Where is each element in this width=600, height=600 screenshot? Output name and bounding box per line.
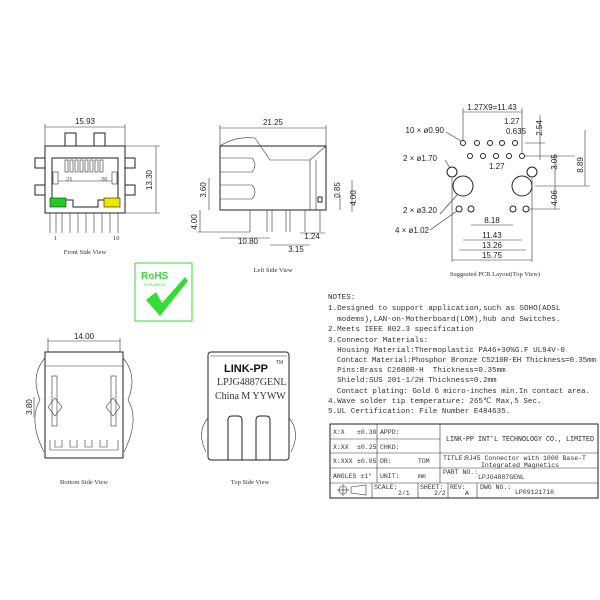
tol-x-val: ±0.30 xyxy=(357,429,377,436)
dwg-no-label: DWG NO.: xyxy=(480,484,511,491)
dim-15-75: 15.75 xyxy=(482,251,503,260)
company-name: LINK-PP INT'L TECHNOLOGY CO., LIMITED xyxy=(446,436,594,444)
label-hole-320: 2 × ø3.20 xyxy=(403,206,438,215)
trademark: TM xyxy=(276,360,283,366)
dim-10-80: 10.80 xyxy=(238,237,259,246)
title-line-1: RJ45 Connector with 1000 Base-T xyxy=(465,455,586,462)
note-line: 4.Wave solder tip temperature: 265℃ Max,… xyxy=(328,397,542,406)
dim-11-43: 11.43 xyxy=(482,231,502,240)
caption-bottom: Bottom Side View xyxy=(60,479,108,486)
part-no-value: LPJG4887GENL xyxy=(478,474,525,481)
tol-xxx-val: ±0.05 xyxy=(357,458,377,465)
dim-2-54: 2.54 xyxy=(535,120,544,136)
dim-8-18: 8.18 xyxy=(484,216,500,225)
bottom-side-view: 14.00 3.80 Bottom Side View xyxy=(25,332,134,486)
title-line-2: Integrated Magnetics xyxy=(481,462,559,469)
led-yellow xyxy=(103,197,121,208)
appd-label: APPD: xyxy=(380,429,400,436)
brand-label: LINK-PP xyxy=(224,363,268,375)
unit-value: mm xyxy=(418,473,426,480)
dim-4-06: 4.06 xyxy=(550,190,559,206)
pin-label-26: 26 xyxy=(101,176,108,183)
note-line: Pins:Brass C2680R-H Thickness=0.35mm xyxy=(328,367,506,375)
dim-4-00-right: 4.00 xyxy=(349,190,358,206)
pcb-layout: 1.27X9=11.43 1.27 0.635 2.54 1.27 3.05 8… xyxy=(395,103,590,278)
front-side-view: 15.93 13.30 21 26 1 10 Front Side View xyxy=(34,117,160,256)
pin-label-1: 1 xyxy=(54,235,57,242)
rohs-directive: 2011/65/EU xyxy=(144,282,165,287)
caption-top: Top Side View xyxy=(231,479,270,486)
part-no-label: PART NO.: xyxy=(443,469,478,476)
dr-value: TOM xyxy=(418,458,430,465)
dim-height: 13.30 xyxy=(145,169,154,190)
note-line: Contact Material:Phosphor Bronze C5210R-… xyxy=(328,357,596,365)
caption-pcb: Suggested PCB Layout(Top View) xyxy=(450,271,540,278)
rev-label: REV: xyxy=(450,484,466,491)
rohs-label: RoHS xyxy=(141,271,169,282)
dim-0-635: 0.635 xyxy=(506,127,527,136)
note-line: Contact plating: Gold 6 micro-inches min… xyxy=(328,388,590,396)
chkd-label: CHKD: xyxy=(380,444,400,451)
dim-3-05: 3.05 xyxy=(550,154,559,170)
rev-value: A xyxy=(465,490,469,497)
tol-xx-val: ±0.25 xyxy=(357,444,377,451)
caption-front: Front Side View xyxy=(64,249,107,256)
label-hole-090: 10 × ø0.90 xyxy=(406,126,445,135)
scale-label: SCALE: xyxy=(374,484,397,491)
sheet-label: SHEET: xyxy=(420,484,443,491)
origin-marking: China M YYWW xyxy=(215,391,286,402)
left-side-view: 21.25 3.60 4.00 0.85 4.00 10.80 3.15 1.2… xyxy=(190,118,358,274)
part-marking: LPJG4887GENL xyxy=(217,377,286,388)
dim-1-27-mid: 1.27 xyxy=(489,162,505,171)
label-hole-170: 2 × ø1.70 xyxy=(403,154,438,163)
dim-1-24: 1.24 xyxy=(304,232,320,241)
dim-length: 21.25 xyxy=(263,118,284,127)
dim-1-27-top: 1.27 xyxy=(504,117,520,126)
pin-label-10: 10 xyxy=(113,235,120,242)
dim-8-89: 8.89 xyxy=(576,157,585,173)
tol-xx: X:XX xyxy=(333,444,349,451)
dim-3-80: 3.80 xyxy=(25,399,34,415)
dim-3-60: 3.60 xyxy=(199,182,208,198)
note-line: Housing Material:Thermoplastic PA46+30%G… xyxy=(328,347,565,355)
tol-xxx: X:XXX xyxy=(333,458,353,465)
sheet-value: 2/2 xyxy=(434,490,446,497)
unit-label: UNIT: xyxy=(380,473,400,480)
caption-left: Left Side View xyxy=(253,267,293,274)
dim-pitch-total: 1.27X9=11.43 xyxy=(467,103,517,112)
dim-14-00: 14.00 xyxy=(74,332,95,341)
dim-4-00-left: 4.00 xyxy=(190,214,199,230)
note-line: Shield:SUS 201-1/2H Thickness=0.2mm xyxy=(328,377,497,385)
tol-x: X:X xyxy=(333,429,345,436)
scale-value: 2/1 xyxy=(398,490,410,497)
led-green xyxy=(49,197,67,208)
notes-title: NOTES: xyxy=(328,294,355,302)
checkmark-icon xyxy=(146,277,188,316)
dim-width: 15.93 xyxy=(75,117,96,126)
notes: NOTES: 1.Designed to support application… xyxy=(328,294,596,416)
note-line: 2.Meets IEEE 802.3 specification xyxy=(328,326,474,334)
dr-label: DR: xyxy=(380,458,392,465)
rohs-logo: RoHS 2011/65/EU xyxy=(134,262,193,322)
dwg-no-value: LP09121716 xyxy=(515,489,554,496)
note-line: 1.Designed to support application,such a… xyxy=(328,305,561,313)
dim-13-26: 13.26 xyxy=(482,241,503,250)
note-line: modems),LAN-on-Motherboard(LOM),hub and … xyxy=(328,316,560,324)
tol-angles: ANGLES ±1° xyxy=(333,472,372,480)
dim-3-15: 3.15 xyxy=(288,245,304,254)
pin-label-21: 21 xyxy=(66,176,73,183)
label-hole-102: 4 × ø1.02 xyxy=(395,226,430,235)
dim-0-85: 0.85 xyxy=(333,182,342,198)
title-label: TITLE: xyxy=(443,455,466,462)
projection-symbol-icon xyxy=(337,484,367,496)
top-side-view: LINK-PP TM LPJG4887GENL China M YYWW Top… xyxy=(201,351,296,486)
note-line: 3.Connector Materials: xyxy=(328,337,428,345)
title-block: X:X ±0.30 X:XX ±0.25 X:XXX ±0.05 ANGLES … xyxy=(329,423,599,499)
note-line: 5.UL Certification: File Number E484635. xyxy=(328,408,510,416)
